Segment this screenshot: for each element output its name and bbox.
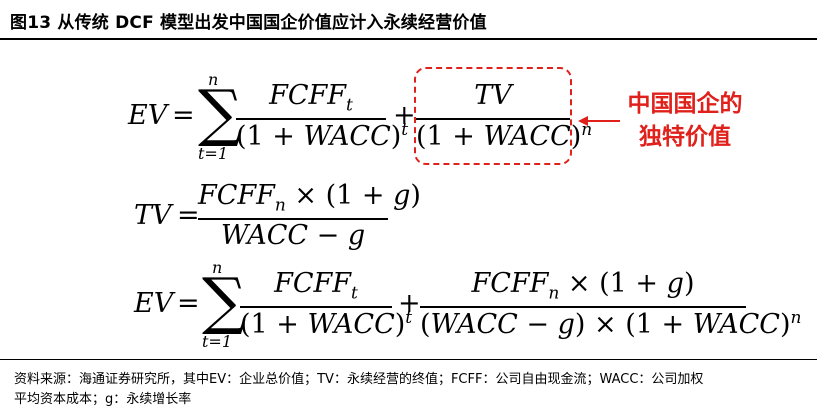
fraction-numerator: FCFFn × (1 + g) <box>198 180 421 216</box>
fraction-fcff-t: FCFFt (1 + WACC)t <box>236 80 409 160</box>
fraction-denominator: (1 + WACC)n <box>416 120 593 152</box>
formula-lhs: EV <box>128 100 168 131</box>
fraction-numerator: FCFFt <box>269 80 353 116</box>
fraction-terminal-discounted: FCFFn × (1 + g) (WACC − g) × (1 + WACC)n <box>420 268 802 348</box>
sum-lower-limit: t=1 <box>198 144 229 163</box>
formula-lhs: TV <box>134 200 172 231</box>
fraction-denominator: (WACC − g) × (1 + WACC)n <box>420 308 802 340</box>
summation-icon: ∑ <box>202 264 247 337</box>
terminal-value-highlight-box <box>414 67 572 165</box>
summation-icon: ∑ <box>198 76 243 149</box>
fraction-fcff-t: FCFFt (1 + WACC)t <box>240 268 413 348</box>
fraction-numerator: FCFFn × (1 + g) <box>471 268 695 304</box>
callout-line-2: 独特价值 <box>639 124 731 150</box>
title-divider <box>0 38 817 40</box>
source-note: 资料来源：海通证券研究所，其中EV：企业总价值；TV：永续经营的终值；FCFF：… <box>14 370 809 410</box>
formula-lhs: EV <box>134 288 174 319</box>
sum-upper-limit: n <box>212 258 223 277</box>
callout-text: 中国国企的 独特价值 <box>620 88 750 154</box>
fraction-numerator: FCFFt <box>274 268 358 304</box>
plus-sign: + <box>393 100 416 131</box>
figure-title: 图13 从传统 DCF 模型出发中国国企价值应计入永续经营价值 <box>10 13 487 33</box>
source-note-line-1: 资料来源：海通证券研究所，其中EV：企业总价值；TV：永续经营的终值；FCFF：… <box>14 372 704 387</box>
equals-sign: = <box>172 100 195 131</box>
fraction-bar <box>416 118 570 120</box>
source-note-line-2: 平均资本成本；g：永续增长率 <box>14 392 192 407</box>
fraction-numerator: TV <box>474 80 512 111</box>
sum-lower-limit: t=1 <box>202 332 233 351</box>
callout-line-1: 中国国企的 <box>627 91 743 117</box>
fraction-denominator: (1 + WACC)t <box>236 120 409 152</box>
arrow-left-icon <box>578 116 620 126</box>
fraction-bar <box>236 118 386 120</box>
fraction-tv: TV (1 + WACC)n <box>416 80 593 160</box>
fraction-denominator: WACC − g <box>220 220 366 251</box>
sum-upper-limit: n <box>208 70 219 89</box>
equals-sign: = <box>177 200 200 231</box>
fraction-bar <box>198 218 388 220</box>
equals-sign: = <box>177 288 200 319</box>
plus-sign: + <box>398 288 421 319</box>
fraction-bar <box>240 306 392 308</box>
fraction-denominator: (1 + WACC)t <box>240 308 413 340</box>
fraction-bar <box>420 306 746 308</box>
source-divider <box>0 359 817 360</box>
figure-title-bar: 图13 从传统 DCF 模型出发中国国企价值应计入永续经营价值 <box>0 0 817 34</box>
fraction-tv-definition: FCFFn × (1 + g) WACC − g <box>198 180 421 260</box>
